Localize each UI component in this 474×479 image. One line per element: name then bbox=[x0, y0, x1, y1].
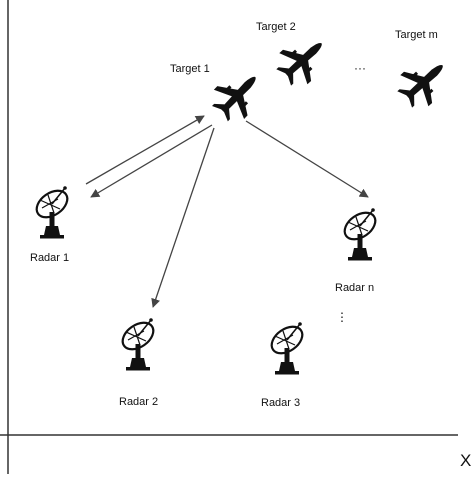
radar-dish-icon bbox=[116, 316, 160, 372]
radar-dish-icon bbox=[265, 320, 309, 376]
target-2: Target 2 bbox=[256, 21, 336, 94]
radar-dish-icon bbox=[338, 206, 382, 262]
radar-1: Radar 1 bbox=[30, 184, 74, 264]
target-m: Target m bbox=[390, 29, 457, 116]
targets-ellipsis: ··· bbox=[354, 61, 366, 75]
x-axis-label: X bbox=[460, 451, 471, 470]
radars-ellipsis: ⋮ bbox=[336, 310, 348, 324]
radar-2: Radar 2 bbox=[116, 316, 160, 408]
arrow-radar1-to-target1 bbox=[85, 115, 205, 185]
radar-2-label: Radar 2 bbox=[119, 396, 158, 408]
radar-n: Radar n bbox=[335, 206, 382, 294]
radar-dish-icon bbox=[30, 184, 74, 240]
target-1: Target 1 bbox=[170, 62, 271, 129]
arrow-target1-to-radar1 bbox=[90, 124, 213, 198]
arrow-target1-to-radar2 bbox=[151, 127, 215, 308]
arrow-target1-to-radarn bbox=[245, 120, 369, 198]
airplane-icon bbox=[269, 27, 336, 94]
airplane-icon bbox=[390, 49, 457, 116]
target-1-label: Target 1 bbox=[170, 63, 210, 75]
radar-n-label: Radar n bbox=[335, 282, 374, 294]
radar-3: Radar 3 bbox=[261, 320, 309, 409]
target-m-label: Target m bbox=[395, 29, 438, 41]
target-2-label: Target 2 bbox=[256, 21, 296, 33]
radar-1-label: Radar 1 bbox=[30, 252, 69, 264]
airplane-icon bbox=[204, 62, 271, 129]
radar-3-label: Radar 3 bbox=[261, 397, 300, 409]
